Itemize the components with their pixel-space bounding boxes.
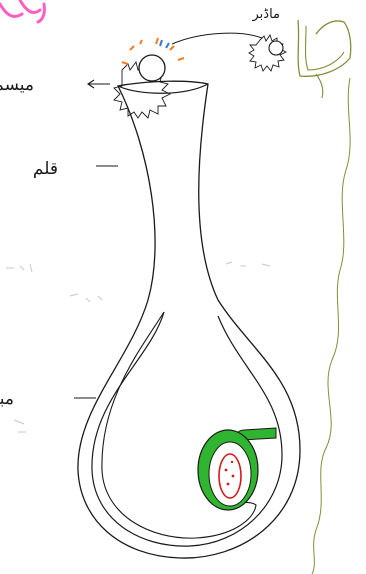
label-stigma: میسم — [0, 75, 34, 95]
ovule — [198, 428, 276, 510]
pistil-outer-outline — [78, 81, 300, 558]
pollen-connector-line — [172, 33, 262, 44]
stamen-drawing — [298, 20, 351, 98]
embryo-sac — [219, 454, 241, 498]
pollen-grain-on-stigma — [114, 38, 184, 118]
label-pollen: ماڈبر — [251, 7, 280, 22]
paper-show-through-marks — [6, 262, 270, 432]
pink-corner-mark — [0, 0, 44, 22]
pollen-grain-detail — [249, 35, 286, 71]
stigma-leader-arrow — [88, 80, 110, 88]
label-ovary: مبیض — [0, 389, 14, 409]
label-style: قلم — [33, 159, 58, 179]
stamen-filament — [312, 78, 350, 574]
